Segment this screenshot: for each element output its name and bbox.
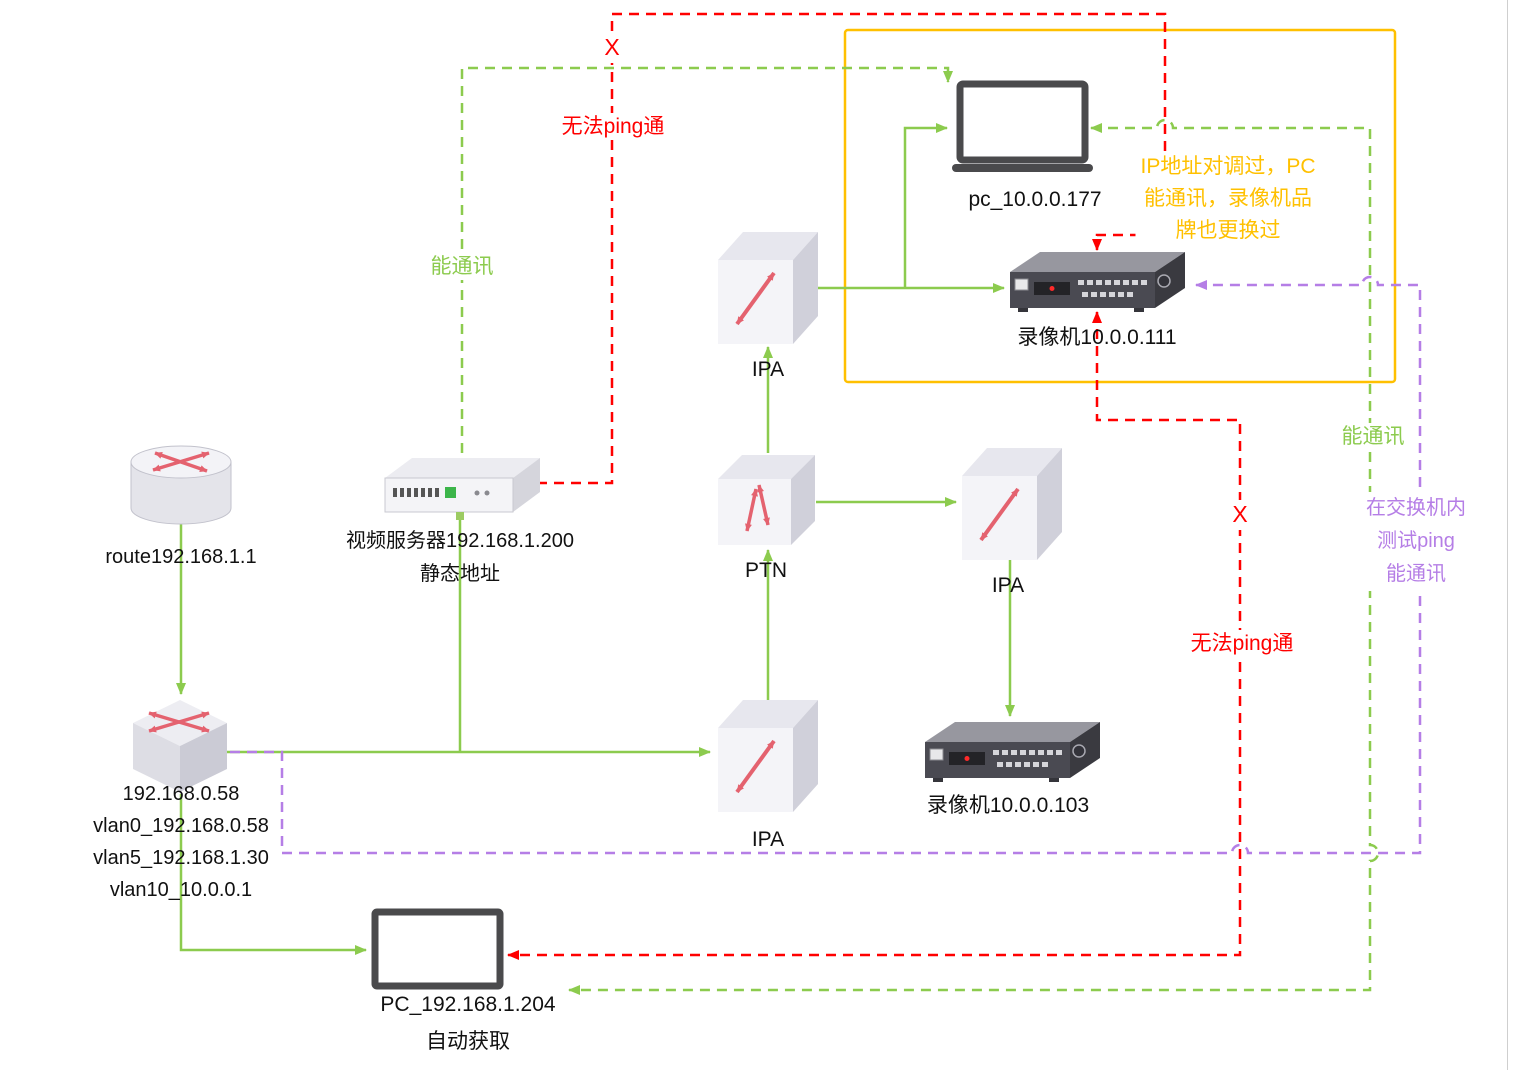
router-label: route192.168.1.1 — [105, 546, 257, 568]
video-server-label-line1: 视频服务器192.168.1.200 — [346, 530, 574, 552]
ptn-label: PTN — [745, 559, 787, 582]
x-mark-right: X — [1227, 500, 1253, 530]
ok-comm-right-note: 能通讯 — [1336, 423, 1410, 451]
recorder-top-label: 录像机10.0.0.111 — [1017, 326, 1177, 349]
ip-swapped-note: IP地址对调过，PC 能通讯，录像机品 牌也更换过 — [1135, 151, 1321, 247]
switch-ping-note-line1: 在交换机内 — [1366, 497, 1466, 519]
switch-label-line4: vlan10_10.0.0.1 — [109, 879, 253, 901]
page-edge-divider — [1507, 0, 1508, 1070]
edge-dashed-green-videoserver-to-pc177 — [460, 66, 953, 470]
switch-cube-icon-ipa-right[interactable] — [962, 448, 1062, 560]
router-icon[interactable] — [130, 445, 232, 525]
edge-dashed-red-recorder111-to-pc204 — [507, 311, 1242, 960]
switch-cube-icon-ptn[interactable] — [718, 455, 815, 545]
edge-dashed-green-pc177-to-pc204 — [568, 118, 1380, 995]
video-server-label-line2: 静态地址 — [420, 563, 500, 585]
ip-swapped-note-line1: IP地址对调过，PC — [1140, 155, 1316, 178]
switch-ping-note-line2: 测试ping — [1377, 530, 1455, 552]
switch-icon[interactable] — [133, 700, 227, 792]
ipa-top-label: IPA — [751, 358, 785, 381]
ip-swapped-note-line2: 能通讯，录像机品 — [1143, 187, 1312, 210]
edges-dashed-red — [507, 12, 1242, 960]
ipa-bottom-label: IPA — [751, 828, 785, 851]
video-server-label: 视频服务器192.168.1.200 静态地址 — [346, 525, 574, 591]
edge-ipa-top-to-pc-177 — [903, 123, 948, 288]
pc-top-label: pc_10.0.0.177 — [968, 188, 1102, 211]
switch-cube-icon-ipa-bottom[interactable] — [718, 700, 818, 812]
switch-ping-note: 在交换机内 测试ping 能通讯 — [1361, 492, 1471, 591]
recorder-bottom-label: 录像机10.0.0.103 — [926, 794, 1090, 817]
switch-label-line1: 192.168.0.58 — [122, 783, 240, 805]
edges-dashed-green — [460, 66, 1380, 995]
fail-ping-top-note: 无法ping通 — [556, 113, 670, 141]
edges-dashed-purple — [230, 275, 1422, 855]
dvr-icon-recorder-111[interactable] — [1009, 251, 1186, 313]
pc-bottom-label: PC_192.168.1.204 自动获取 — [380, 986, 555, 1060]
switch-label: 192.168.0.58 vlan0_192.168.0.58 vlan5_19… — [93, 778, 269, 906]
x-mark-top: X — [599, 33, 625, 63]
dvr-icon-recorder-103[interactable] — [924, 721, 1101, 783]
switch-cube-icon-ipa-top[interactable] — [718, 232, 818, 344]
ipa-right-label: IPA — [991, 574, 1025, 597]
ip-swapped-note-line3: 牌也更换过 — [1175, 219, 1281, 242]
ok-comm-left-note: 能通讯 — [425, 253, 499, 281]
fail-ping-right-note: 无法ping通 — [1185, 630, 1299, 658]
laptop-icon[interactable] — [952, 80, 1093, 172]
switch-ping-note-line3: 能通讯 — [1386, 563, 1446, 585]
pc-bottom-label-line2: 自动获取 — [426, 1030, 510, 1053]
edges-solid-green — [176, 123, 1015, 955]
edge-dashed-purple-switch-to-recorder111 — [230, 275, 1422, 855]
server-icon[interactable] — [384, 458, 540, 520]
switch-label-line2: vlan0_192.168.0.58 — [93, 815, 269, 837]
switch-label-line3: vlan5_192.168.1.30 — [93, 847, 269, 869]
edge-switch-to-pc-bottom — [179, 794, 367, 955]
pc-bottom-label-line1: PC_192.168.1.204 — [380, 993, 556, 1016]
monitor-icon[interactable] — [371, 908, 504, 990]
